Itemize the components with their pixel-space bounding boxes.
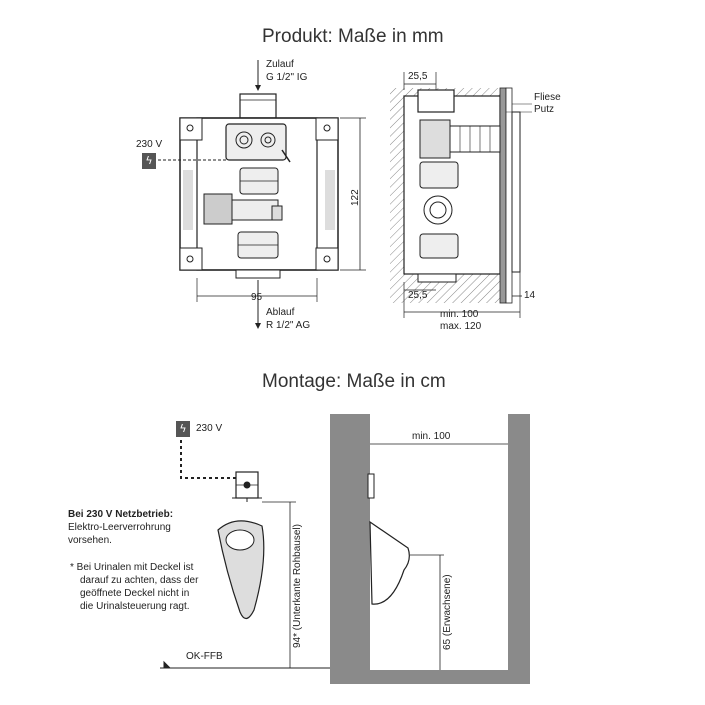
floor-label: OK-FFB	[186, 651, 223, 662]
footnote-4: die Urinalsteuerung ragt.	[80, 601, 190, 612]
plaster-label: Putz	[534, 104, 555, 115]
wall-gap-dim: min. 100	[412, 431, 451, 442]
side-view	[390, 72, 532, 318]
note-line-1: Elektro-Leerverrohrung	[68, 522, 171, 533]
height-label: 94* (Unterkante Rohbausel)	[292, 524, 303, 648]
note-bold: Bei 230 V Netzbetrieb:	[68, 509, 174, 520]
power-label-product: 230 V	[136, 139, 163, 150]
montage-title: Montage: Maße in cm	[262, 371, 446, 392]
lightning-bolt-icon: ϟ	[142, 153, 156, 169]
power-label-montage: 230 V	[196, 423, 223, 434]
outlet-label-1: Ablauf	[266, 307, 295, 318]
tile-label: Fliese	[534, 92, 561, 103]
depth-min: min. 100	[440, 309, 479, 320]
adult-label: 65 (Erwachsene)	[442, 574, 453, 650]
front-view	[158, 60, 366, 329]
width-dim: 95	[251, 292, 263, 303]
side-right-dim: 14	[524, 290, 536, 301]
footnote-3: geöffnete Deckel nicht in	[80, 588, 190, 599]
inlet-label-1: Zulauf	[266, 59, 294, 70]
footnote-2: darauf zu achten, dass der	[80, 575, 199, 586]
side-bottom-dim: 25,5	[408, 290, 428, 301]
product-title: Produkt: Maße in mm	[262, 26, 444, 47]
montage-view	[160, 414, 530, 684]
outlet-label-2: R 1/2" AG	[266, 320, 311, 331]
side-top-dim: 25,5	[408, 71, 428, 82]
height-dim: 122	[350, 189, 361, 206]
footnote-1: * Bei Urinalen mit Deckel ist	[70, 562, 194, 573]
inlet-label-2: G 1/2" IG	[266, 72, 308, 83]
lightning-bolt-icon-montage: ϟ	[176, 421, 190, 437]
note-line-2: vorsehen.	[68, 535, 112, 546]
depth-max: max. 120	[440, 321, 482, 332]
